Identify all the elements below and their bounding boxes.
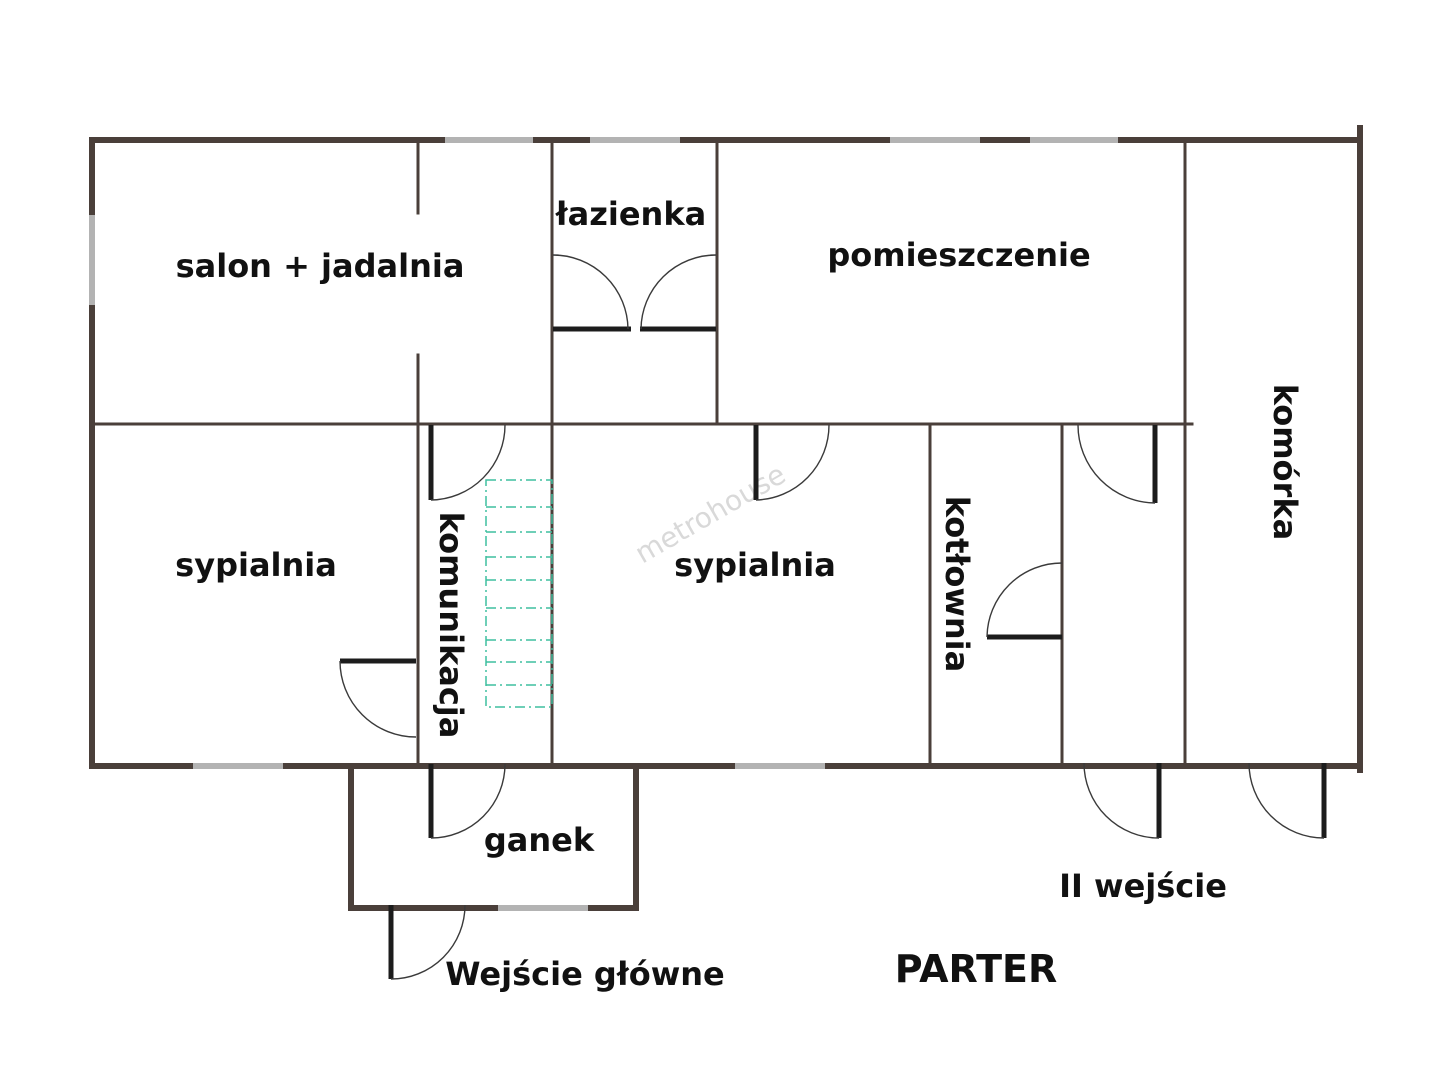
label-ganek: ganek [484,821,595,859]
label-salon-jadalnia: salon + jadalnia [176,247,465,285]
floor-title: PARTER [895,947,1057,991]
windows [89,137,1118,911]
room-labels: salon + jadalnia łazienka pomieszczenie … [175,195,1304,993]
label-komunikacja: komunikacja [432,512,470,739]
label-komorka: komórka [1266,384,1304,540]
interior-walls [93,141,1194,765]
label-kotlownia: kotłownia [938,496,976,672]
label-lazienka: łazienka [555,195,706,233]
label-pomieszczenie: pomieszczenie [827,236,1090,274]
label-sypialnia-left: sypialnia [175,546,337,584]
exterior-walls [89,125,1363,911]
doors [339,254,1327,980]
stairs [485,479,553,708]
label-ii-wejscie: II wejście [1059,867,1227,905]
label-sypialnia-center: sypialnia [674,546,836,584]
label-wejscie-glowne: Wejście główne [445,955,724,993]
